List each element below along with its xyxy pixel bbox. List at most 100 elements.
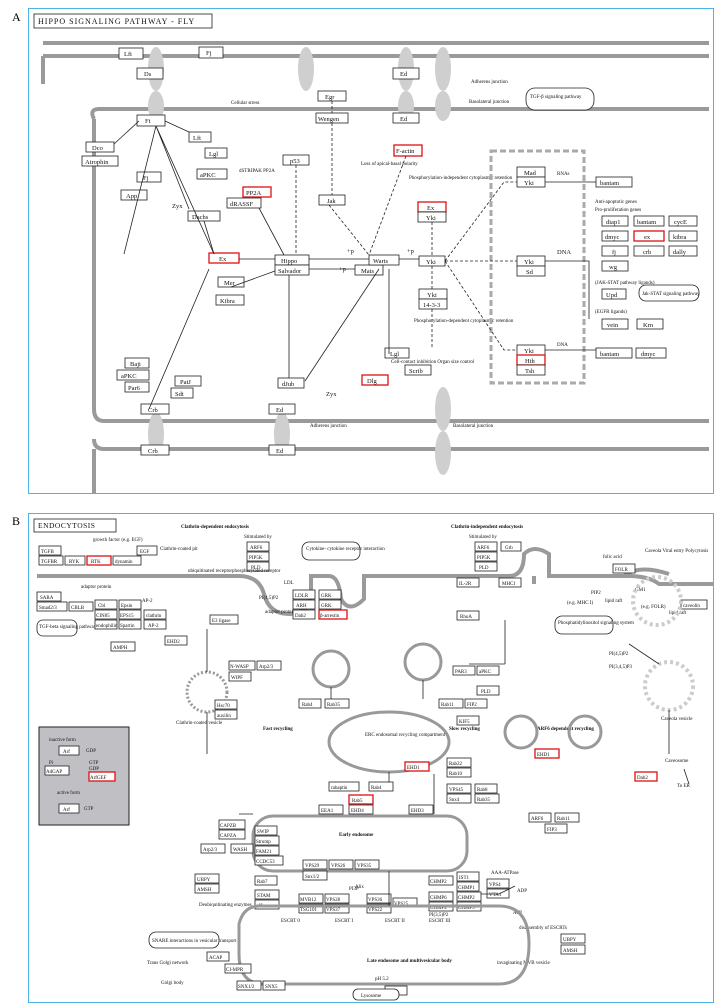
gene-fj2[interactable] bbox=[136, 171, 162, 183]
gene-label: ex bbox=[644, 234, 651, 241]
gene-atrophin[interactable] bbox=[81, 155, 119, 167]
gene-label: aPKC bbox=[200, 172, 216, 179]
gene-14-3-3[interactable] bbox=[418, 298, 448, 310]
gene-label: Dco bbox=[92, 145, 103, 152]
gene-label: FIP3 bbox=[547, 828, 557, 833]
note: (e.g. MHC I) bbox=[567, 601, 593, 606]
note: pH 5.2 bbox=[375, 977, 389, 982]
endo-title-box bbox=[33, 518, 117, 533]
gene-dco[interactable] bbox=[85, 141, 115, 153]
gene-label: Smad2/3 bbox=[39, 606, 57, 611]
gene-tsh[interactable] bbox=[516, 364, 546, 376]
gene-label: Rab8 bbox=[477, 788, 488, 793]
gene-label: Atrophin bbox=[85, 159, 109, 166]
note: invaginating MVB vesicle bbox=[497, 961, 551, 966]
nucleus-box bbox=[489, 149, 586, 385]
note: GDP bbox=[89, 767, 99, 772]
gene-label: Arf bbox=[63, 750, 70, 755]
gene-ed[interactable] bbox=[392, 67, 420, 80]
gene-label: VPS28 bbox=[326, 898, 341, 903]
gene-label: bantam bbox=[600, 180, 619, 187]
tgfb-pathway-link[interactable] bbox=[36, 619, 78, 637]
gene-kibra[interactable] bbox=[215, 294, 245, 306]
gene-label: FOLR bbox=[615, 568, 628, 573]
note: AAA-ATPase bbox=[491, 871, 520, 876]
gene-label: Yki bbox=[427, 292, 437, 299]
note: Late endosome and multivesicular body bbox=[367, 959, 452, 964]
gene-label: aPKC bbox=[479, 670, 492, 675]
junction-ellipse bbox=[148, 91, 164, 121]
note: Jak-STAT signaling pathway bbox=[642, 292, 700, 297]
gene-app[interactable] bbox=[120, 189, 148, 201]
gene-label: FAM21 bbox=[256, 850, 272, 855]
note: Basolateral junction bbox=[453, 424, 494, 429]
gene-label: Rab11 bbox=[557, 817, 570, 822]
gene-label: Krn bbox=[643, 322, 654, 329]
snare-link[interactable] bbox=[148, 931, 220, 949]
gene-label: Dlg bbox=[367, 378, 378, 385]
gene-sd[interactable] bbox=[516, 265, 546, 277]
gene-label: Crb bbox=[148, 448, 158, 455]
hippo-pathway-diagram: HIPPO SIGNALING PATHWAY - FLY Lft Fj Ds … bbox=[33, 13, 709, 493]
gene-drassf[interactable] bbox=[226, 197, 262, 209]
gene-label: Ex bbox=[219, 256, 227, 263]
gene-label: WIPF bbox=[231, 676, 243, 681]
note: Lysosome bbox=[361, 994, 382, 999]
gene-label: TGFBR bbox=[41, 560, 58, 565]
note: Trans Golgi network bbox=[147, 961, 189, 966]
note: PI(4,5)P2 bbox=[259, 596, 279, 601]
gene-label: CCDC53 bbox=[256, 860, 275, 865]
caveola-circle bbox=[643, 660, 695, 712]
note: (EGFR ligands) bbox=[595, 310, 627, 315]
gene-label: Ed bbox=[400, 116, 408, 123]
cytokine-link[interactable] bbox=[301, 541, 361, 561]
gene-fj[interactable] bbox=[198, 46, 224, 59]
gene-ds[interactable] bbox=[136, 67, 164, 80]
note: Clathrin-coated pit bbox=[160, 547, 198, 552]
gene-salvador[interactable] bbox=[274, 264, 310, 276]
gene-bantam3[interactable] bbox=[595, 347, 633, 359]
jak-stat-link[interactable] bbox=[638, 284, 700, 302]
gene-label: Sdt bbox=[175, 391, 184, 398]
note: DNA bbox=[557, 343, 568, 348]
note: disassembly of ESCRTs bbox=[519, 926, 567, 931]
late-endosome bbox=[237, 904, 531, 986]
gene-label: crb bbox=[643, 249, 651, 256]
gene-label: Epsin bbox=[121, 604, 133, 609]
gene-apkc[interactable] bbox=[196, 168, 228, 180]
gene-label: GRK bbox=[321, 594, 332, 599]
gene-pp2a[interactable] bbox=[242, 186, 272, 198]
gene-lgl[interactable] bbox=[204, 147, 228, 159]
note: folic acid bbox=[603, 555, 622, 560]
gene-label: PatJ bbox=[180, 379, 191, 386]
note: phosphorylated receptor bbox=[232, 569, 281, 574]
gene-label: Jak bbox=[327, 198, 336, 205]
tgf-pathway-link[interactable] bbox=[525, 87, 595, 111]
gene-factin[interactable] bbox=[393, 144, 423, 157]
note: ESCRT III bbox=[429, 919, 451, 924]
gene-label: bantam bbox=[637, 219, 656, 226]
gene-label: Upd bbox=[606, 292, 618, 299]
gene-label: dJub bbox=[282, 381, 294, 388]
gene-label: β-arrestin bbox=[320, 614, 340, 619]
phosph-signaling-link[interactable] bbox=[554, 615, 614, 635]
gene-ft[interactable] bbox=[136, 114, 166, 127]
gene-label: fj bbox=[612, 249, 616, 256]
junction-ellipse bbox=[435, 387, 451, 431]
gene-label: endophilin bbox=[96, 624, 118, 629]
gene-ed2[interactable] bbox=[392, 112, 420, 124]
gene-label: Baji bbox=[130, 361, 141, 368]
erc-compartment bbox=[327, 710, 451, 774]
gene-label: ARH bbox=[296, 604, 307, 609]
gene-lft2[interactable] bbox=[188, 131, 212, 143]
gene-label: Snx1/2 bbox=[305, 875, 320, 880]
note: adaptor protein bbox=[265, 610, 296, 615]
gene-label: dynamin bbox=[115, 560, 133, 565]
note: Clathrin-coated vesicle bbox=[176, 721, 223, 726]
gene-ex2[interactable] bbox=[208, 252, 240, 264]
lysosome-link[interactable] bbox=[352, 988, 400, 1001]
gene-dmyc2[interactable] bbox=[635, 347, 667, 359]
gene-label: Scrib bbox=[409, 368, 423, 375]
gene-lft[interactable] bbox=[118, 47, 144, 60]
gene-warts[interactable] bbox=[368, 254, 400, 266]
